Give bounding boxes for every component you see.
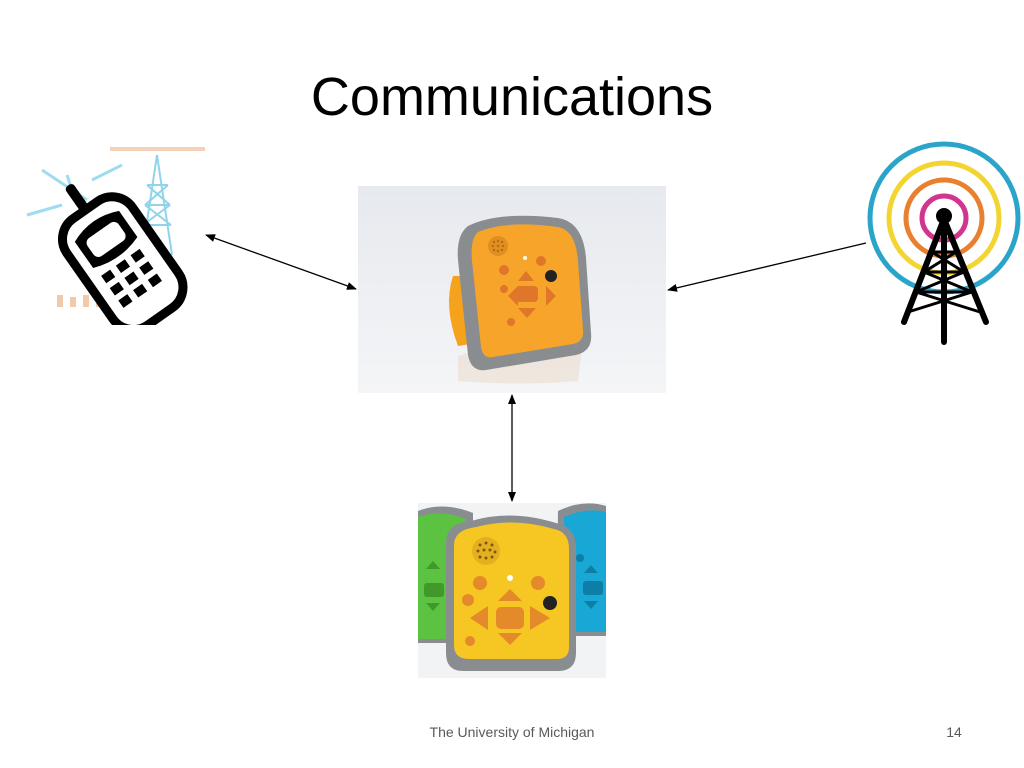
slide-number: 14 — [946, 724, 962, 740]
handheld-device-image — [358, 186, 666, 393]
footer-text: The University of Michigan — [429, 724, 595, 740]
slide-title: Communications — [310, 67, 714, 127]
device-group-image — [418, 503, 606, 678]
cell-phone-icon — [22, 145, 207, 335]
radio-tower-icon — [866, 140, 1022, 348]
arrow-tower-device — [667, 242, 867, 292]
arrow-phone-device — [205, 234, 357, 290]
